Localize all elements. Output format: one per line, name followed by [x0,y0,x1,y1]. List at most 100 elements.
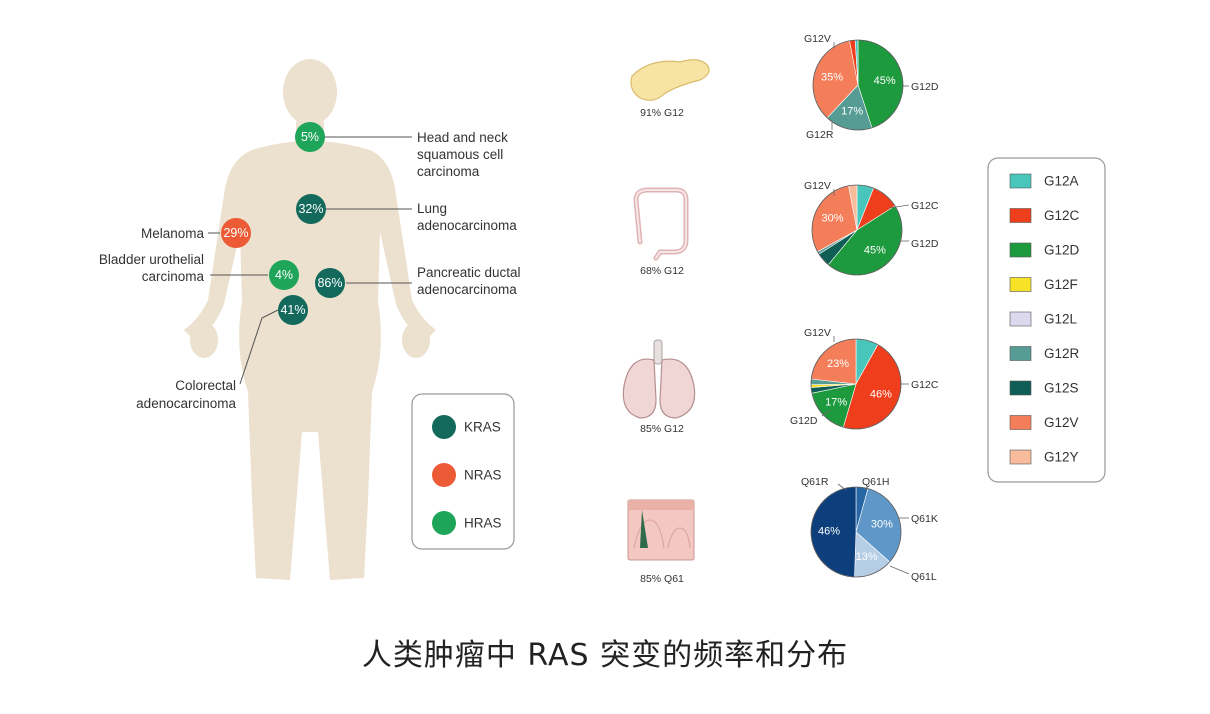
pie-slice-label: 46% [818,526,840,538]
callout-label-g12v: G12V [804,33,831,45]
svg-text:KRAS: KRAS [464,420,501,435]
kras-marker [315,268,345,298]
human-body-silhouette [184,59,436,580]
svg-text:29%: 29% [223,226,248,240]
legend-item-g12r: G12R [1009,346,1080,361]
svg-text:5%: 5% [301,130,319,144]
callout-label-g12v: G12V [804,327,831,339]
hras-marker [295,122,325,152]
pie-slice-label: 46% [870,388,892,400]
label-pancreatic-2: adenocarcinoma [417,282,517,297]
legend-item-g12d: G12D [1009,242,1080,258]
svg-text:32%: 32% [298,202,323,216]
pancreas-icon [630,59,710,101]
callout-label-q61r: Q61R [801,476,829,488]
site-bubble-lung: 32% [296,194,326,224]
legend-item-nras: NRAS [432,463,502,487]
legend-swatch [1009,277,1032,292]
pie-slice-label: 23% [827,358,849,370]
site-bubble-melanoma: 29% [221,218,251,248]
svg-text:86%: 86% [317,276,342,290]
gene-legend: KRAS NRAS HRAS [411,393,515,550]
svg-text:HRAS: HRAS [464,516,502,531]
site-leader-lines [208,136,412,385]
pie-outline [810,486,902,578]
callout-label-g12d: G12D [911,81,939,93]
label-melanoma: Melanoma [141,226,205,241]
legend-item-g12s: G12S [1009,381,1079,396]
legend-swatch [1009,173,1032,189]
callout-line [863,484,871,491]
callout-label-g12r: G12R [806,129,834,141]
kras-marker [278,295,308,325]
legend-item-g12y: G12Y [1009,449,1079,465]
skin-icon [627,499,695,561]
label-pancreatic-1: Pancreatic ductal [417,265,521,280]
legend-label: G12V [1044,415,1079,430]
legend-swatch [1009,242,1032,258]
svg-text:4%: 4% [275,268,293,282]
legend-label: G12Y [1044,450,1079,465]
callout-label-g12v: G12V [804,180,831,192]
callout-line [837,483,847,491]
callout-label-g12d: G12D [911,238,939,250]
callout-line [821,409,831,417]
colon-icon [633,187,689,261]
pie-slice-label: 30% [871,518,893,530]
pie-slice-label: 45% [874,75,896,87]
pie-outline [811,184,903,276]
label-head-neck-2: squamous cell [417,147,503,162]
label-head-neck-1: Head and neck [417,130,508,145]
label-lung-2: adenocarcinoma [417,218,517,233]
legend-label: G12R [1044,346,1080,361]
site-bubble-head-neck: 5% [295,122,325,152]
legend-label: G12A [1044,174,1079,189]
pie-slice-label: 17% [825,396,847,408]
site-bubble-pancreatic: 86% [315,268,345,298]
legend-swatch [1009,208,1032,223]
legend-item-hras: HRAS [432,511,502,535]
lung-icon [622,339,696,419]
callout-line [888,204,910,209]
svg-text:41%: 41% [280,303,305,317]
legend-label: G12D [1044,243,1080,258]
callout-label-g12d: G12D [790,415,818,427]
organ-caption-skin: 85% Q61 [640,573,684,585]
legend-swatch [1009,311,1032,327]
organ-caption-colon: 68% G12 [640,265,684,277]
pie-slice-label: 17% [841,105,863,117]
site-bubble-colorectal: 41% [278,295,308,325]
label-colorectal-2: adenocarcinoma [136,396,236,411]
legend-label: G12S [1044,381,1079,396]
legend-item-kras: KRAS [432,415,501,439]
legend-label: G12F [1044,277,1078,292]
pie-outline [812,39,904,131]
legend-swatch [1009,346,1032,361]
callout-label-g12c: G12C [911,200,939,212]
kras-marker [296,194,326,224]
figure-caption: 人类肿瘤中 RAS 突变的频率和分布 [361,638,849,673]
callout-label-g12c: G12C [911,379,939,391]
callout-line [889,565,910,575]
label-colorectal-1: Colorectal [175,378,236,393]
pie-chart-lung: 46% 17% 23% G12V G12C G12D [790,327,939,430]
label-head-neck-3: carcinoma [417,164,480,179]
legend-label: G12C [1044,208,1080,223]
label-lung-1: Lung [417,201,447,216]
nras-marker [221,218,251,248]
organ-caption-pancreas: 91% G12 [640,107,684,119]
legend-item-g12c: G12C [1009,208,1080,223]
legend-item-g12a: G12A [1009,173,1079,189]
callout-label-q61k: Q61K [911,513,938,525]
organ-caption-lung: 85% G12 [640,423,684,435]
legend-item-g12v: G12V [1009,415,1079,430]
pie-slice-label: 45% [864,244,886,256]
callout-label-q61h: Q61H [862,476,889,488]
legend-swatch [1009,449,1032,465]
